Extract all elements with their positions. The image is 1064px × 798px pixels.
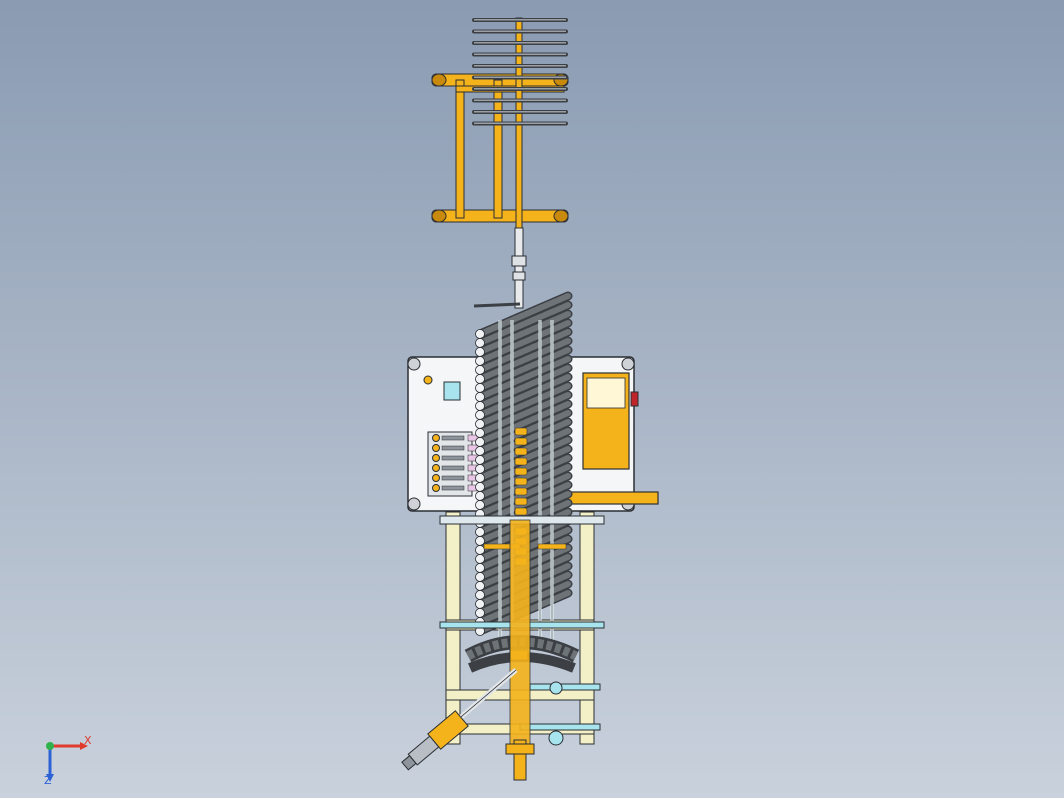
yellow-segment bbox=[514, 437, 528, 446]
hose-segment bbox=[475, 300, 573, 348]
comb-arm bbox=[472, 64, 568, 68]
yellow-segment bbox=[514, 427, 528, 436]
clamp-fitting bbox=[432, 454, 483, 462]
comb-arm bbox=[472, 18, 568, 22]
comb-arm bbox=[472, 121, 568, 126]
lower-cross-clamps bbox=[439, 515, 605, 781]
yellow-segment bbox=[514, 467, 528, 476]
x-axis-label: X bbox=[84, 734, 92, 747]
yellow-segment bbox=[514, 447, 528, 456]
clamp-fitting bbox=[432, 444, 483, 452]
z-axis-label: Z bbox=[44, 774, 52, 787]
comb-arm bbox=[472, 110, 568, 114]
top-brush-comb bbox=[472, 18, 568, 126]
yellow-segment bbox=[514, 507, 528, 516]
axis-triad: X Z bbox=[38, 730, 98, 790]
yellow-segment bbox=[514, 457, 528, 466]
clamp-fitting bbox=[432, 464, 483, 472]
yellow-segment bbox=[514, 487, 528, 496]
yellow-segment bbox=[514, 477, 528, 486]
comb-arm bbox=[472, 41, 568, 45]
comb-arm bbox=[472, 98, 568, 103]
center-shaft-coupling bbox=[511, 227, 527, 309]
pneumatic-cylinder[interactable] bbox=[399, 668, 518, 774]
comb-arm bbox=[472, 52, 568, 57]
clamp-fitting bbox=[432, 484, 483, 492]
comb-arm bbox=[472, 75, 568, 80]
yellow-crossbar bbox=[537, 543, 567, 550]
comb-arm bbox=[472, 87, 568, 91]
left-clamp-row bbox=[432, 434, 483, 492]
comb-arm bbox=[472, 29, 568, 34]
top-link-bar bbox=[473, 302, 521, 308]
yellow-segment bbox=[514, 497, 528, 506]
